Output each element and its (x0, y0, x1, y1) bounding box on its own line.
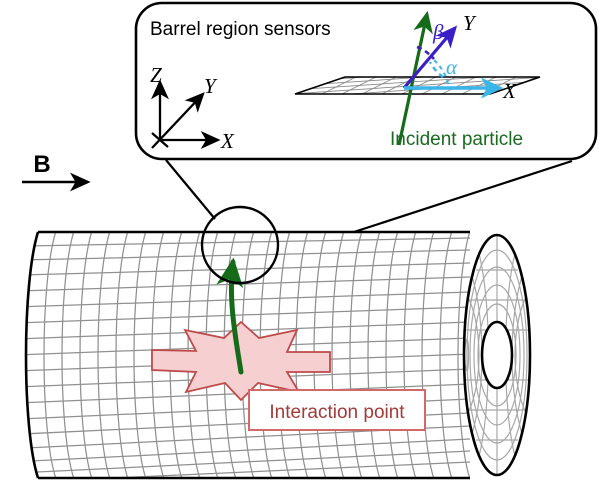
incident-particle-label: Incident particle (390, 129, 523, 150)
inset-panel (134, 1, 598, 161)
triad-origin-tick (151, 132, 169, 148)
triad-x-label: X (220, 129, 235, 153)
alpha-label: α (446, 55, 458, 79)
magnetic-field-label: B (33, 151, 50, 178)
triad-y-label: Y (204, 74, 218, 98)
inset-title: Barrel region sensors (150, 19, 331, 40)
barrel-left-arc (24, 231, 40, 479)
magnifier-circle (200, 205, 280, 285)
local-y-axis-arrow (402, 25, 458, 90)
particle-track (216, 257, 244, 375)
coordinate-triad (151, 79, 221, 149)
callout-line-left (165, 159, 216, 220)
alpha-angle-arc (428, 61, 444, 78)
endcap-beam-hole (480, 320, 514, 390)
triad-z-label: Z (150, 63, 162, 87)
sensor-plane-outline (294, 76, 541, 95)
local-x-label: X (502, 79, 517, 103)
endcap-disc (462, 233, 532, 477)
interaction-label-text: Interaction point (269, 402, 405, 423)
track-curve (216, 257, 244, 375)
interaction-point-label: Interaction point (248, 389, 426, 431)
alpha-angle-arc-inner (433, 59, 450, 85)
beta-angle-arc (416, 45, 435, 60)
beta-label: β (432, 20, 444, 44)
interaction-label-box (248, 389, 426, 431)
local-y-label: Y (463, 11, 477, 35)
endcap-outer-edge (462, 233, 532, 477)
